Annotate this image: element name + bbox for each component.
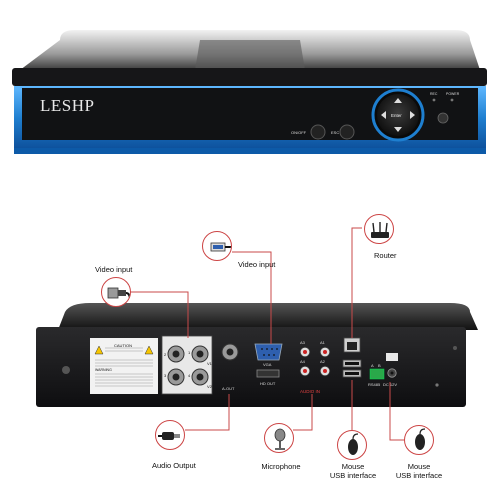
dpad-up-arrow bbox=[394, 98, 402, 103]
callout-lines bbox=[128, 227, 404, 441]
brand-logo: LESHP bbox=[40, 96, 95, 115]
vga-cable-icon bbox=[202, 231, 232, 261]
dc-label: DC 12V bbox=[383, 382, 398, 387]
dpad-left-arrow bbox=[381, 111, 386, 119]
hdmi-port bbox=[256, 369, 280, 378]
rear-dvr bbox=[36, 303, 478, 407]
front-lid-handle bbox=[195, 40, 305, 70]
mouse-icon-1 bbox=[337, 430, 367, 460]
audio-in-a4: A4 bbox=[300, 359, 305, 364]
v2-label: V2 bbox=[207, 384, 212, 389]
front-inner-panel bbox=[22, 88, 478, 140]
channel-label-1: 1 bbox=[188, 350, 191, 355]
enter-label: Enter bbox=[391, 113, 402, 118]
rear-lid bbox=[58, 303, 478, 330]
video-input-top-label: Video input bbox=[238, 260, 276, 269]
dpad-right-arrow bbox=[410, 111, 415, 119]
rear-screw-left bbox=[62, 366, 70, 374]
audio-in-label: AUDIO IN bbox=[300, 389, 321, 394]
vga-port bbox=[254, 343, 283, 361]
front-dvr bbox=[12, 30, 487, 154]
video-input-left-label: Video input bbox=[95, 265, 133, 274]
channel-label-2: 2 bbox=[164, 352, 167, 357]
microphone-label: Microphone bbox=[261, 462, 301, 471]
hdmi-label: HD OUT bbox=[260, 381, 276, 386]
rca-audio-in bbox=[299, 346, 331, 377]
bnc-connectors bbox=[167, 345, 209, 386]
v1-label: V1 bbox=[207, 361, 212, 366]
dpad-down-arrow bbox=[394, 127, 402, 132]
rec-label: REC bbox=[430, 92, 438, 96]
warning-label: WARNING bbox=[95, 368, 112, 372]
onoff-button bbox=[310, 124, 326, 140]
onoff-label: ON/OFF bbox=[291, 130, 307, 135]
dpad bbox=[377, 94, 419, 136]
caution-label: CAUTION bbox=[114, 343, 132, 348]
audio-out-label: A-OUT bbox=[222, 386, 235, 391]
rs485-label: RS485 bbox=[368, 382, 381, 387]
audio-output-cable-icon bbox=[155, 420, 185, 450]
caution-triangle-left bbox=[94, 345, 104, 355]
caution-triangle-right bbox=[144, 345, 154, 355]
reset-sticker bbox=[386, 353, 398, 361]
router-label: Router bbox=[374, 251, 397, 260]
mouse-usb-label-2: Mouse USB interface bbox=[395, 462, 443, 480]
audio-in-a3: A3 bbox=[300, 340, 305, 345]
front-bottom-strip bbox=[14, 148, 486, 154]
esc-label: ESC bbox=[331, 130, 340, 135]
rec-led bbox=[432, 98, 436, 102]
audio-in-a2: A2 bbox=[320, 359, 325, 364]
front-top-band bbox=[12, 68, 487, 86]
esc-button bbox=[339, 124, 355, 140]
rs485-terminal bbox=[369, 368, 385, 380]
power-led bbox=[450, 98, 454, 102]
mouse-icon-2 bbox=[404, 425, 434, 455]
router-icon bbox=[364, 214, 394, 244]
rs485-b-label: B bbox=[378, 363, 381, 368]
audio-in-a1: A1 bbox=[320, 340, 325, 345]
bnc-cable-icon bbox=[101, 277, 131, 307]
channel-label-4: 4 bbox=[188, 373, 191, 378]
channel-label-3: 3 bbox=[164, 373, 167, 378]
ir-window bbox=[437, 112, 449, 124]
power-label: POWER bbox=[446, 92, 460, 96]
vga-label: VGA bbox=[263, 362, 272, 367]
microphone-icon bbox=[264, 423, 294, 453]
audio-output-label: Audio Output bbox=[152, 461, 196, 470]
bnc-panel bbox=[161, 335, 213, 395]
mouse-usb-label-1: Mouse USB interface bbox=[329, 462, 377, 480]
rs485-a-label: A bbox=[371, 363, 374, 368]
rear-ground bbox=[435, 383, 439, 387]
rear-screw-top-right bbox=[453, 346, 457, 350]
